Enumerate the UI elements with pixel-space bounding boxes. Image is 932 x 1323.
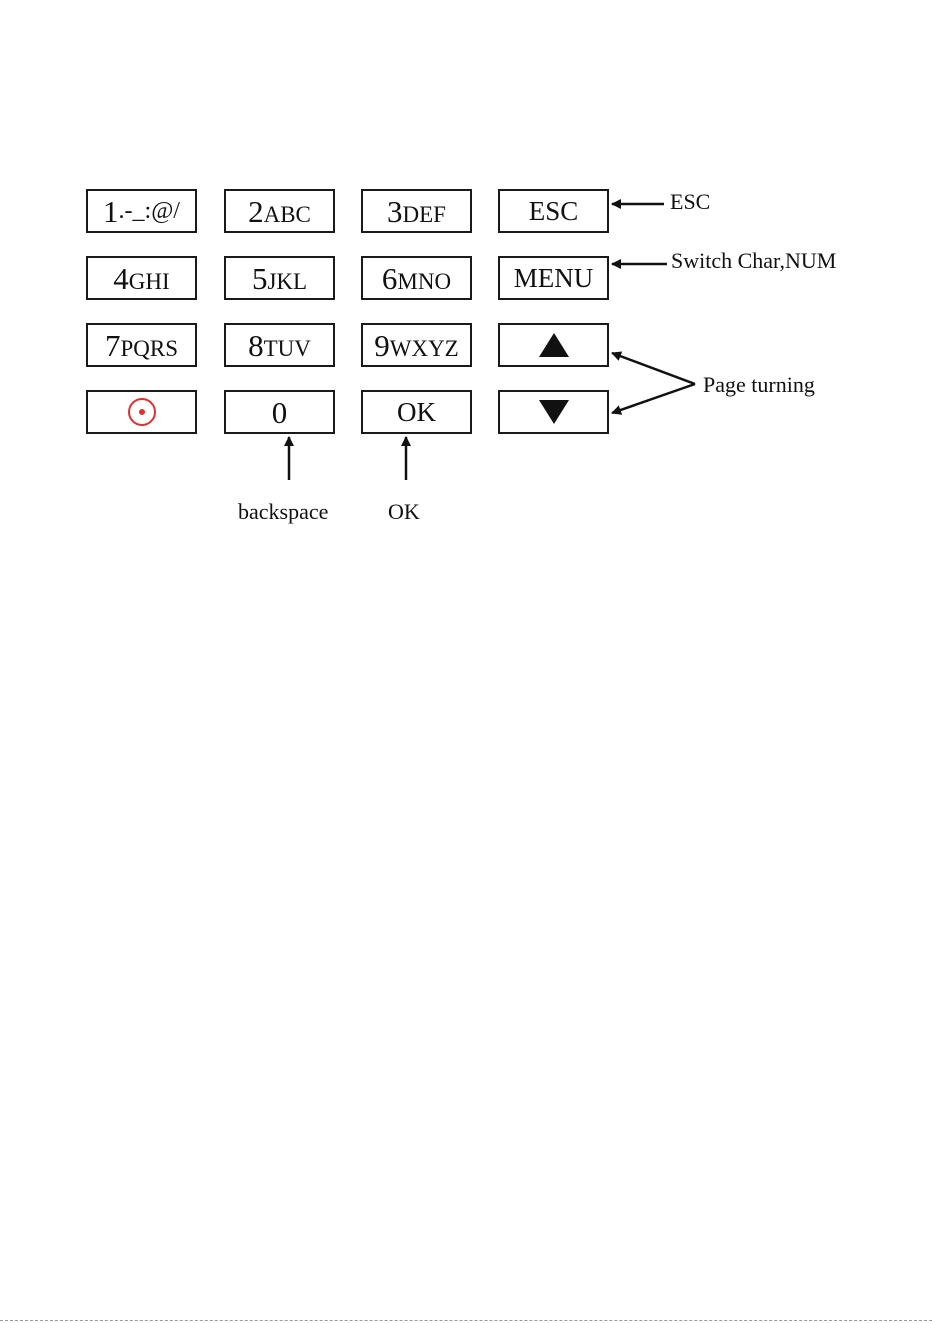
ok-annotation: OK [388, 501, 420, 523]
key-5-digit: 5 [252, 263, 268, 294]
key-1-letters: .-_:@/ [119, 199, 180, 223]
triangle-down-icon [537, 398, 571, 426]
page-down-key[interactable] [498, 390, 609, 434]
page-turning-annotation: Page turning [703, 374, 815, 396]
menu-key[interactable]: MENU [498, 256, 609, 300]
key-1-digit: 1 [103, 196, 119, 227]
ok-key[interactable]: OK [361, 390, 472, 434]
switch-annotation: Switch Char,NUM [671, 250, 836, 272]
key-1[interactable]: 1.-_:@/ [86, 189, 197, 233]
key-0[interactable]: 0 [224, 390, 335, 434]
key-2-digit: 2 [248, 196, 264, 227]
key-9-digit: 9 [374, 330, 390, 361]
key-6-letters: MNO [397, 270, 451, 293]
page-up-arrow [612, 353, 695, 384]
triangle-up-icon [537, 331, 571, 359]
key-9-letters: WXYZ [390, 337, 459, 360]
circle-dot-icon [125, 395, 159, 429]
power-key[interactable] [86, 390, 197, 434]
key-4-letters: GHI [129, 270, 170, 293]
esc-key-label: ESC [529, 198, 579, 225]
key-8-letters: TUV [264, 337, 311, 360]
key-3-letters: DEF [403, 203, 446, 226]
key-2-letters: ABC [264, 203, 311, 226]
esc-annotation: ESC [670, 191, 710, 213]
key-3-digit: 3 [387, 196, 403, 227]
backspace-annotation: backspace [238, 501, 328, 523]
key-6-digit: 6 [382, 263, 398, 294]
key-7-letters: PQRS [120, 337, 178, 360]
page-up-key[interactable] [498, 323, 609, 367]
ok-key-label: OK [397, 399, 436, 426]
esc-key[interactable]: ESC [498, 189, 609, 233]
key-4-digit: 4 [113, 263, 129, 294]
key-5-letters: JKL [267, 270, 307, 293]
page-down-arrow [612, 384, 695, 413]
page-bottom-edge [0, 1320, 932, 1322]
key-8-digit: 8 [248, 330, 264, 361]
key-7-digit: 7 [105, 330, 121, 361]
menu-key-label: MENU [514, 265, 594, 292]
key-0-digit: 0 [272, 397, 288, 428]
